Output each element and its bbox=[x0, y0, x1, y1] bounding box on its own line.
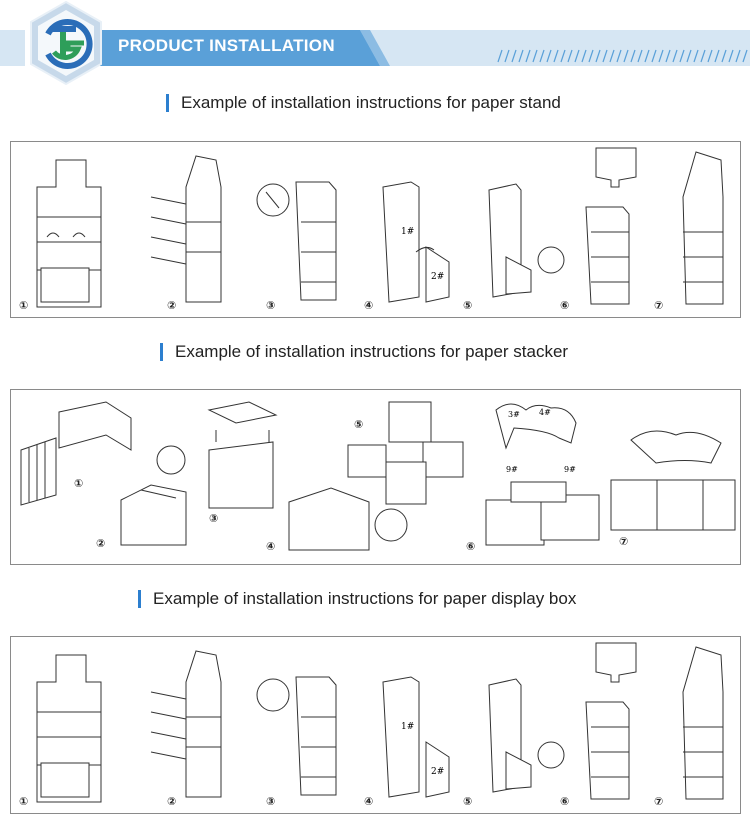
step-4-illustration bbox=[288, 487, 408, 551]
step-number-3: ③ bbox=[209, 512, 218, 525]
paper-stacker-diagram: 3# 4# 9# 9# ① ② ③ ④ ⑤ ⑥ ⑦ bbox=[20, 401, 736, 553]
step-1-illustration bbox=[36, 654, 102, 803]
step-6-illustration bbox=[585, 642, 637, 800]
step-number-6: ⑥ bbox=[560, 299, 569, 312]
part-label-2: 2# bbox=[431, 272, 444, 282]
header-banner bbox=[0, 0, 750, 86]
step-number-4: ④ bbox=[364, 299, 373, 312]
paper-display-box-instructions-panel: 1# 2# ① ② ③ ④ ⑤ ⑥ ⑦ bbox=[10, 636, 741, 814]
step-number-5: ⑤ bbox=[354, 418, 363, 431]
step-4-illustration: 1# 2# bbox=[382, 676, 450, 798]
step-7-illustration bbox=[682, 646, 724, 800]
step-number-5: ⑤ bbox=[463, 795, 472, 808]
step-number-5: ⑤ bbox=[463, 299, 472, 312]
step-7-illustration bbox=[682, 151, 724, 305]
step-2-illustration bbox=[120, 445, 187, 546]
step-5-illustration bbox=[488, 678, 565, 793]
step-2-illustration bbox=[150, 650, 222, 798]
step-1-illustration bbox=[36, 159, 102, 308]
part-label-9b: 9# bbox=[564, 465, 576, 474]
paper-stand-diagram: 1# 2# ① ② ③ ④ ⑤ ⑥ bbox=[19, 147, 724, 312]
step-number-7: ⑦ bbox=[654, 299, 663, 312]
step-6-illustration: 3# 4# 9# 9# bbox=[485, 403, 600, 546]
heading-accent-bar bbox=[160, 343, 163, 361]
section-title: Example of installation instructions for… bbox=[175, 342, 569, 361]
heading-accent-bar bbox=[166, 94, 169, 112]
section-title: Example of installation instructions for… bbox=[153, 589, 577, 608]
paper-display-box-diagram: 1# 2# ① ② ③ ④ ⑤ ⑥ ⑦ bbox=[19, 642, 724, 808]
step-number-2: ② bbox=[167, 299, 176, 312]
part-label-4: 4# bbox=[539, 408, 551, 417]
step-6-illustration bbox=[585, 147, 637, 305]
section-title: Example of installation instructions for… bbox=[181, 93, 561, 112]
step-2-illustration bbox=[150, 155, 222, 303]
paper-stand-instructions-panel: 1# 2# ① ② ③ ④ ⑤ ⑥ bbox=[10, 141, 741, 318]
step-5-illustration bbox=[488, 183, 565, 298]
paper-stacker-instructions-panel: 3# 4# 9# 9# ① ② ③ ④ ⑤ ⑥ ⑦ bbox=[10, 389, 741, 565]
step-5-illustration bbox=[347, 401, 464, 505]
step-3-illustration bbox=[207, 401, 278, 509]
step-4-illustration: 1# 2# bbox=[382, 181, 450, 303]
section-heading-paper-stacker: Example of installation instructions for… bbox=[160, 341, 568, 363]
step-number-6: ⑥ bbox=[560, 795, 569, 808]
step-number-6: ⑥ bbox=[466, 540, 475, 553]
page-header: PRODUCT INSTALLATION bbox=[0, 0, 750, 90]
section-heading-paper-stand: Example of installation instructions for… bbox=[166, 92, 561, 114]
part-label-3: 3# bbox=[508, 410, 520, 419]
part-label-9a: 9# bbox=[506, 465, 518, 474]
step-number-1: ① bbox=[74, 477, 83, 490]
step-number-7: ⑦ bbox=[654, 795, 663, 808]
part-label-2: 2# bbox=[431, 767, 444, 777]
part-label-1: 1# bbox=[401, 722, 414, 732]
step-number-4: ④ bbox=[364, 795, 373, 808]
step-3-illustration bbox=[256, 181, 337, 301]
step-number-3: ③ bbox=[266, 299, 275, 312]
step-3-illustration bbox=[256, 676, 337, 796]
step-number-1: ① bbox=[19, 299, 28, 312]
step-1-illustration bbox=[20, 401, 132, 506]
part-label-1: 1# bbox=[401, 227, 414, 237]
step-number-2: ② bbox=[96, 537, 105, 550]
step-number-1: ① bbox=[19, 795, 28, 808]
step-number-3: ③ bbox=[266, 795, 275, 808]
heading-accent-bar bbox=[138, 590, 141, 608]
step-number-2: ② bbox=[167, 795, 176, 808]
page-title: PRODUCT INSTALLATION bbox=[118, 36, 335, 55]
step-number-7: ⑦ bbox=[619, 535, 628, 548]
step-7-illustration bbox=[610, 430, 736, 531]
step-number-4: ④ bbox=[266, 540, 275, 553]
section-heading-paper-display-box: Example of installation instructions for… bbox=[138, 588, 576, 610]
